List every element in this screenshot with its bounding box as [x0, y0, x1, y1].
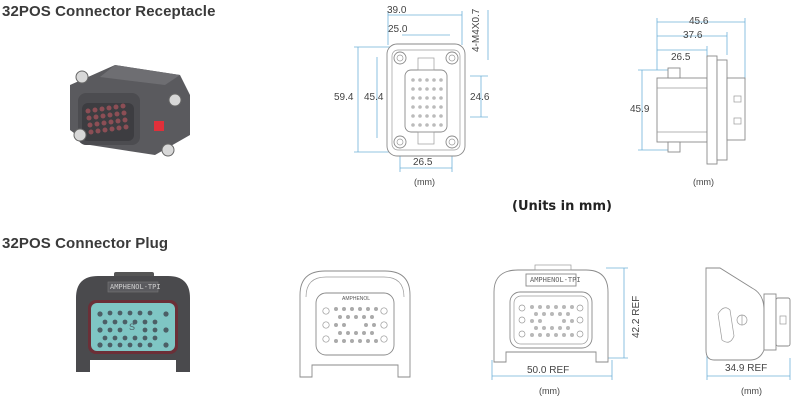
dim-plug-width: 50.0 REF	[527, 365, 570, 376]
plug-outline-drawing	[299, 270, 411, 378]
units-label: (mm)	[693, 177, 714, 187]
plug-label-text-drawing: AMPHENOL-TPI	[530, 276, 581, 284]
plug-front-drawing	[491, 264, 628, 380]
plug-photo	[76, 272, 190, 372]
dim-width-overall: 39.0	[387, 5, 407, 16]
plug-side-drawing	[705, 267, 791, 380]
dim-side-height: 45.9	[630, 104, 650, 115]
receptacle-photo	[70, 65, 190, 157]
units-label: (mm)	[414, 177, 435, 187]
dim-bottom-width: 26.5	[413, 157, 433, 168]
dim-hole-spacing-x: 25.0	[388, 24, 408, 35]
receptacle-section-title: 32POS Connector Receptacle	[2, 3, 216, 20]
insert-label: AMPHENOL	[342, 296, 371, 302]
units-label: (mm)	[539, 386, 560, 396]
dim-depth-rear: 26.5	[671, 52, 691, 63]
units-label: (mm)	[741, 386, 762, 396]
dim-plug-height: 42.2 REF	[631, 295, 642, 338]
dim-cutout-height: 24.6	[470, 92, 490, 103]
dim-depth-overall: 45.6	[689, 16, 709, 27]
dim-depth-mid: 37.6	[683, 30, 703, 41]
dim-hole-spacing-y: 45.4	[364, 92, 384, 103]
receptacle-side-drawing	[638, 18, 746, 165]
dim-height-overall: 59.4	[334, 92, 354, 103]
plug-section-title: 32POS Connector Plug	[2, 235, 169, 252]
dim-thread: 4-M4X0.7	[471, 8, 482, 52]
plug-label-text: AMPHENOL-TPI	[110, 283, 161, 291]
insert-letter: S	[129, 322, 136, 332]
receptacle-front-drawing	[354, 10, 489, 172]
dim-plug-depth: 34.9 REF	[725, 363, 768, 374]
units-note: (Units in mm)	[512, 199, 612, 214]
